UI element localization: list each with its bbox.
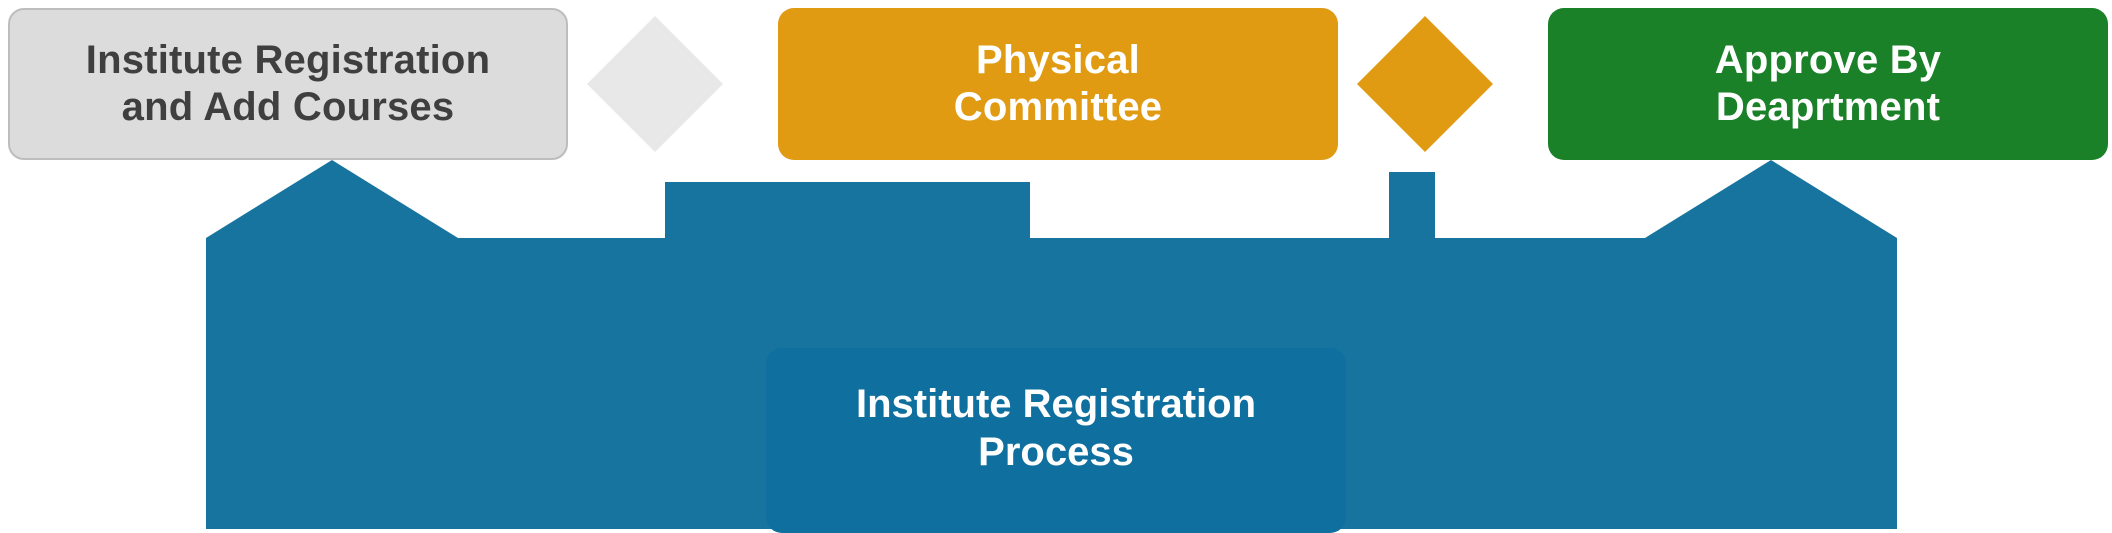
process-band-label-line1: Institute Registration	[855, 382, 1257, 426]
process-chevron-band	[0, 160, 2112, 529]
stage-row: Institute Registration and Add Courses P…	[0, 0, 2112, 165]
stage-label-line1: Institute Registration	[85, 37, 491, 82]
connector-diamond-1-icon	[585, 14, 725, 154]
stage-label-line1: Approve By	[1714, 37, 1942, 82]
stage-label-line2: Deaprtment	[1715, 85, 1941, 129]
stage-label-line1: Physical	[976, 37, 1140, 82]
stage-label: Institute Registration and Add Courses	[86, 37, 490, 131]
stage-label: Approve By Deaprtment	[1715, 37, 1942, 131]
stage-label-line2: Committee	[953, 85, 1163, 129]
stage-institute-registration-and-add-courses[interactable]: Institute Registration and Add Courses	[8, 8, 568, 160]
process-band-label-line2: Process	[978, 430, 1134, 474]
connector-diamond-2-icon	[1355, 14, 1495, 154]
process-band-box: Institute Registration Process	[766, 348, 1346, 533]
process-band-label: Institute Registration Process	[856, 380, 1256, 476]
stage-label: Physical Committee	[954, 37, 1163, 131]
stage-label-line2: and Add Courses	[121, 85, 455, 129]
stage-physical-committee[interactable]: Physical Committee	[778, 8, 1338, 160]
stage-approve-by-deaprtment[interactable]: Approve By Deaprtment	[1548, 8, 2108, 160]
